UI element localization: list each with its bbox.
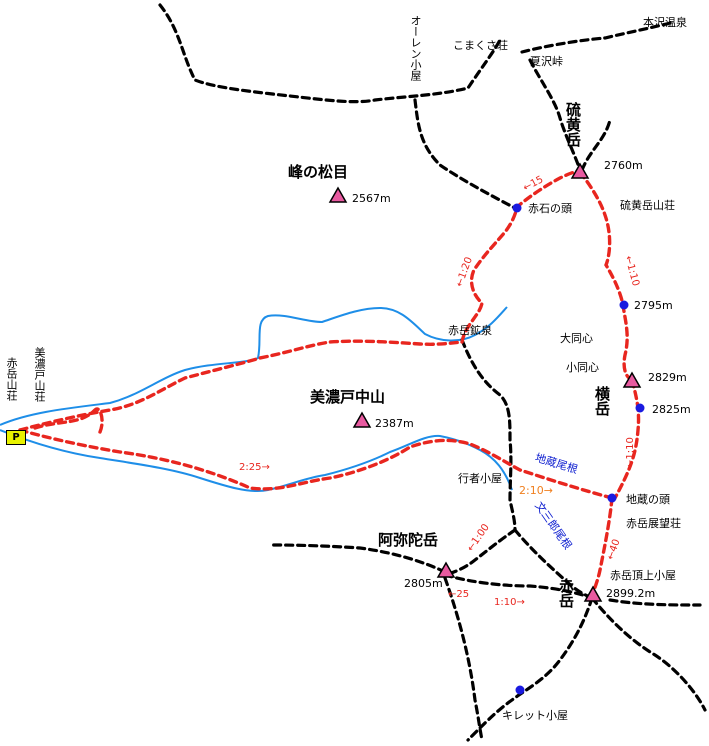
kosen-label: 赤岳鉱泉	[448, 324, 492, 337]
komakusa-label: こまくさ荘	[453, 39, 508, 52]
minotochuyama-elev: 2387m	[375, 417, 414, 430]
trail-natsuzawa-honzawa	[520, 21, 672, 54]
jizo-point-icon	[607, 493, 617, 503]
natsuzawa-label: 夏沢峠	[530, 55, 563, 68]
time-25: ←25	[448, 589, 470, 600]
kiretto-point-icon	[515, 685, 525, 695]
jizo-label: 地蔵の頭	[626, 493, 670, 506]
river-south	[0, 429, 513, 493]
trail-amida-east	[443, 573, 594, 600]
p2825-label: 2825m	[652, 403, 691, 416]
amidadake-elev: 2805m	[404, 577, 443, 590]
trail-akadake-kiretto	[466, 596, 594, 742]
yokodake-name: 横岳	[593, 386, 611, 416]
minenomatsume-name: 峰の松目	[288, 163, 349, 181]
time-110b: ←1:10	[625, 437, 636, 468]
trail-amida-south	[443, 576, 484, 742]
minenomatsume-peak-icon	[328, 186, 348, 203]
honzawa-label: 本沢温泉	[643, 16, 687, 29]
amidadake-name: 阿弥陀岳	[378, 531, 439, 549]
trail-natsuzawa-iodake	[528, 58, 582, 172]
river-north	[0, 306, 508, 426]
trail-oren-iodake	[158, 3, 502, 104]
trail-gyoja-amida	[443, 528, 517, 577]
oren-label: オーレン小屋	[409, 15, 422, 81]
tenbo-label: 赤岳展望荘	[626, 517, 681, 530]
time-225: 2:25→	[239, 462, 270, 473]
time-210: 2:10→	[519, 484, 553, 497]
other-trails	[158, 3, 707, 742]
akaishi-label: 赤石の頭	[528, 202, 572, 215]
p2825-point-icon	[635, 403, 645, 413]
akadake-sanso-label: 赤岳山荘	[5, 357, 18, 401]
akadake-name: 赤岳	[557, 578, 575, 608]
trail-akadake-northeast	[608, 598, 702, 607]
waypoint-markers	[512, 203, 645, 695]
minoto-sanso-label: 美濃戸山荘	[33, 347, 46, 402]
route-lower-link	[33, 407, 104, 434]
minotochuyama-name: 美濃戸中山	[310, 388, 386, 406]
yokodake-elev: 2829m	[648, 371, 687, 384]
parking-icon: P	[6, 430, 26, 445]
iodake-sanso-label: 硫黄岳山荘	[620, 199, 675, 212]
minenomatsume-elev: 2567m	[352, 192, 391, 205]
gyoja-label: 行者小屋	[458, 472, 502, 485]
yokodake-peak-icon	[622, 371, 642, 388]
iodake-elev: 2760m	[604, 159, 643, 172]
route-south-to-jizo	[18, 428, 614, 500]
route-jizo-akadake	[590, 496, 614, 598]
iodake-peak-icon	[570, 162, 590, 179]
amidadake-peak-icon	[436, 561, 456, 578]
trail-gyoja-akadake	[513, 528, 594, 600]
trail-amida-west	[270, 543, 447, 574]
akaishi-point-icon	[512, 203, 522, 213]
p2795-point-icon	[619, 300, 629, 310]
shodoshin-label: 小同心	[566, 361, 599, 374]
trail-kosen-gyoja	[460, 338, 517, 532]
main-route	[18, 168, 641, 598]
p2795-label: 2795m	[634, 299, 673, 312]
minotochuyama-peak-icon	[352, 411, 372, 428]
daidoshin-label: 大同心	[560, 332, 593, 345]
trail-akadake-east	[590, 596, 707, 712]
akadake-peak-icon	[583, 585, 603, 602]
iodake-name: 硫黄岳	[564, 102, 582, 147]
peak-markers	[328, 162, 642, 602]
route-iodake-yokodake	[578, 170, 634, 382]
chojo-label: 赤岳頂上小屋	[610, 569, 676, 582]
akadake-elev: 2899.2m	[606, 587, 656, 600]
route-yokodake-jizo	[613, 378, 641, 500]
trail-iodake-east	[580, 118, 612, 172]
route-north-to-kosen	[18, 339, 464, 432]
kiretto-label: キレット小屋	[502, 709, 568, 722]
route-kosen-akaishi-iodake	[460, 168, 582, 344]
trail-oren-akaishi	[413, 98, 517, 210]
time-110c: 1:10→	[494, 597, 525, 608]
